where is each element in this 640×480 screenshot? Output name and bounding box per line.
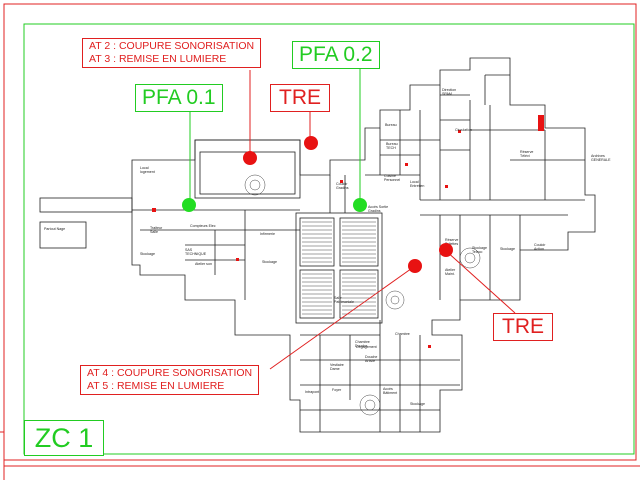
room-label: Circulation xyxy=(455,128,472,132)
alarm-point-center xyxy=(408,259,422,273)
room-label: Stockage xyxy=(262,260,277,264)
refuge-point-pfa-02 xyxy=(353,198,367,212)
alarm-point-tre-top xyxy=(304,136,318,150)
room-label: Stockage xyxy=(410,402,425,406)
room-label: Intrapont xyxy=(305,390,320,394)
tag-tre-right: TRE xyxy=(493,313,553,341)
callout-bottom-actions: AT 4 : COUPURE SONORISATION AT 5 : REMIS… xyxy=(80,365,260,395)
callout-top-line-1: AT 2 : COUPURE SONORISATION xyxy=(89,40,255,52)
room-label: Atelier son xyxy=(195,262,212,266)
callout-top-line-2: AT 3 : REMISE EN LUMIERE xyxy=(89,53,227,65)
room-label: Chambre xyxy=(395,332,410,336)
refuge-point-pfa-01 xyxy=(182,198,196,212)
zone-label: ZC 1 xyxy=(24,420,104,456)
room-label: Partout Nage xyxy=(44,227,66,231)
room-label: Bureau xyxy=(385,123,397,127)
tag-tre-top: TRE xyxy=(270,84,330,112)
room-label: Compteurs Elec xyxy=(190,224,216,228)
room-label: Stockage xyxy=(140,252,155,256)
alarm-point-tre-right xyxy=(439,243,453,257)
alarm-point-stage xyxy=(243,151,257,165)
tag-pfa-01: PFA 0.1 xyxy=(135,84,223,112)
callout-bottom-line-2: AT 5 : REMISE EN LUMIERE xyxy=(87,380,225,392)
tag-pfa-02: PFA 0.2 xyxy=(292,41,380,69)
callout-top-actions: AT 2 : COUPURE SONORISATION AT 3 : REMIS… xyxy=(82,38,262,68)
room-label: Dégagement xyxy=(356,345,377,349)
room-label: Stockage xyxy=(500,247,515,251)
callout-bottom-line-1: AT 4 : COUPURE SONORISATION xyxy=(87,367,253,379)
room-label: Infirmerie xyxy=(260,232,275,236)
room-label: Foyer xyxy=(332,388,342,392)
